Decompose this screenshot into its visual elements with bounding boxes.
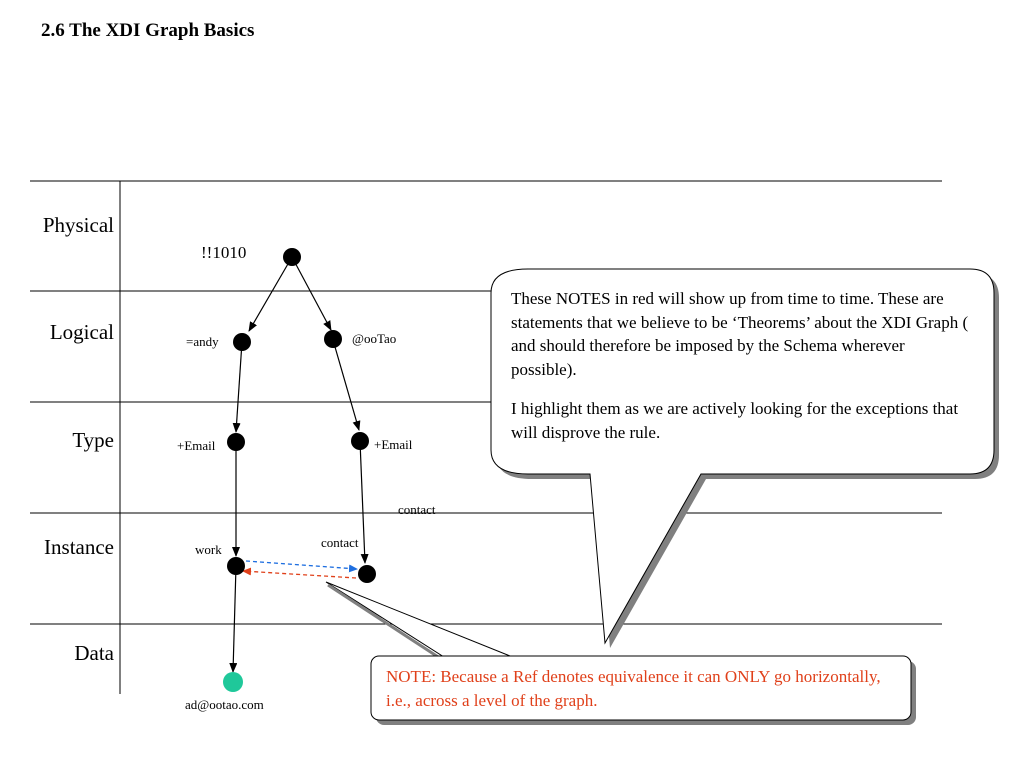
node-root — [283, 248, 301, 266]
edge-root-ootao — [291, 256, 332, 331]
callout-text: These NOTES in red will show up from tim… — [511, 287, 971, 460]
callout-bubble — [490, 268, 995, 645]
ref-arrow-back — [242, 567, 357, 579]
node-work — [227, 557, 245, 575]
callout-paragraph-2: I highlight them as we are actively look… — [511, 399, 959, 442]
node-email-left — [227, 433, 245, 451]
edge-ootao-email — [332, 339, 361, 431]
node-andy — [233, 333, 251, 351]
level-label-type: Type — [72, 428, 114, 452]
graph-nodes — [223, 248, 376, 692]
note-pointer-shadow — [327, 583, 456, 670]
edge-email-contact — [359, 440, 369, 564]
level-label-physical: Physical — [42, 213, 114, 237]
note-box — [370, 655, 912, 721]
node-label-root: !!1010 — [201, 243, 247, 262]
callout-paragraph-1: These NOTES in red will show up from tim… — [511, 289, 969, 379]
graph-edges — [229, 256, 369, 673]
edge-work-data — [229, 565, 238, 673]
node-data — [223, 672, 243, 692]
node-ootao — [324, 330, 342, 348]
note-text: NOTE: Because a Ref denotes equivalence … — [386, 667, 881, 710]
level-label-logical: Logical — [49, 320, 114, 344]
node-label-work: work — [195, 542, 222, 557]
node-email-right — [351, 432, 369, 450]
level-label-instance: Instance — [44, 535, 114, 559]
page-title: 2.6 The XDI Graph Basics — [41, 20, 255, 41]
ref-arrow-forward — [245, 560, 358, 573]
node-label-andy: =andy — [186, 334, 219, 349]
level-label-data: Data — [74, 641, 114, 665]
edge-root-andy — [248, 256, 293, 332]
node-label-data: ad@ootao.com — [185, 697, 264, 712]
node-contact — [358, 565, 376, 583]
node-label-email-right: +Email — [374, 437, 413, 452]
node-label-ootao: @ooTao — [352, 331, 397, 346]
floating-label-contact: contact — [398, 502, 436, 517]
node-label-contact: contact — [321, 535, 359, 550]
edge-andy-email — [232, 341, 243, 433]
node-label-email-left: +Email — [177, 438, 216, 453]
